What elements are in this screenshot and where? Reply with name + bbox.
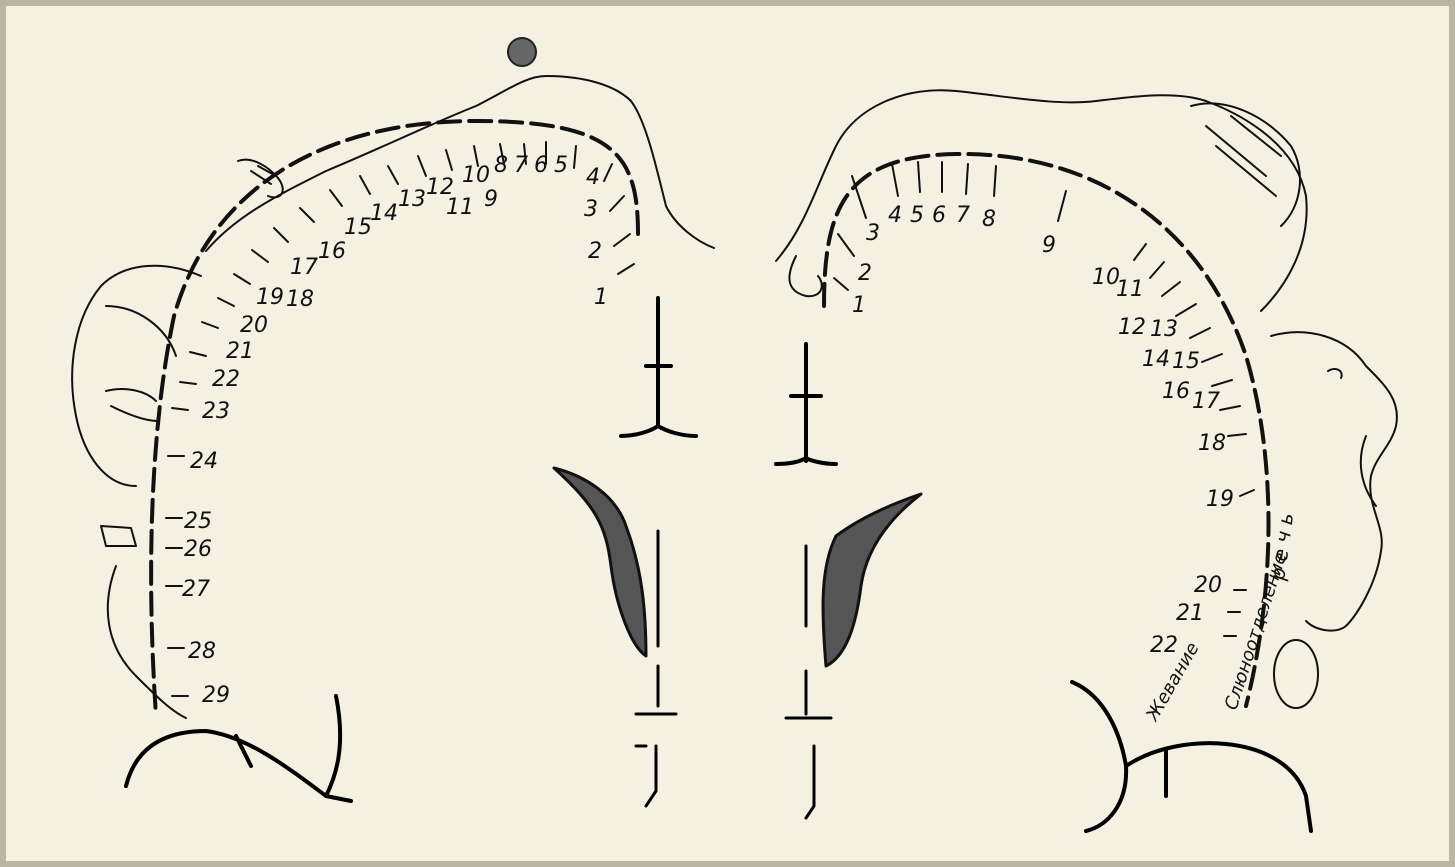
left-label: 9 bbox=[484, 187, 498, 212]
right-label: 16 bbox=[1162, 379, 1190, 404]
left-label: 15 bbox=[344, 215, 372, 240]
left-ventricle-shape bbox=[554, 468, 646, 656]
left-label: 2 bbox=[588, 239, 602, 264]
right-label: 17 bbox=[1192, 389, 1220, 414]
left-label: 12 bbox=[426, 175, 454, 200]
right-label: 5 bbox=[910, 203, 924, 228]
left-label: 3 bbox=[584, 197, 598, 222]
left-label: 16 bbox=[318, 239, 346, 264]
right-label: 14 bbox=[1142, 347, 1170, 372]
left-teeth-outline bbox=[101, 526, 186, 718]
right-pharynx-lines bbox=[1072, 682, 1311, 831]
salivation-label: Слюноотделение bbox=[1221, 550, 1292, 713]
left-label: 8 bbox=[494, 153, 508, 178]
left-label: 22 bbox=[212, 367, 240, 392]
right-label: 18 bbox=[1198, 431, 1226, 456]
left-labels: 1 2 3 4 5 6 7 8 9 10 11 12 13 14 15 16 1… bbox=[182, 153, 608, 708]
left-tick-marks bbox=[166, 142, 634, 696]
right-label: 3 bbox=[866, 221, 880, 246]
left-label: 27 bbox=[182, 577, 210, 602]
left-label: 7 bbox=[514, 153, 528, 178]
right-label: 20 bbox=[1194, 573, 1222, 598]
left-label: 28 bbox=[188, 639, 216, 664]
right-label: 8 bbox=[982, 207, 996, 232]
left-label: 25 bbox=[184, 509, 212, 534]
left-label: 24 bbox=[190, 449, 218, 474]
left-label: 14 bbox=[370, 201, 398, 226]
left-label: 4 bbox=[586, 165, 600, 190]
right-label: 6 bbox=[932, 203, 946, 228]
left-label: 20 bbox=[240, 313, 268, 338]
left-label: 23 bbox=[202, 399, 230, 424]
right-label: 22 bbox=[1150, 633, 1178, 658]
right-label: 21 bbox=[1176, 601, 1204, 626]
right-label: 7 bbox=[956, 203, 970, 228]
left-label: 13 bbox=[398, 187, 426, 212]
right-label: 12 bbox=[1118, 315, 1146, 340]
right-label: 4 bbox=[888, 203, 902, 228]
left-face-outline bbox=[72, 266, 201, 486]
right-function-words: р е ч ь Слюноотделение Жевание bbox=[1142, 511, 1299, 725]
right-label: 13 bbox=[1150, 317, 1178, 342]
left-label: 10 bbox=[462, 163, 490, 188]
left-label: 26 bbox=[184, 537, 212, 562]
right-body-outline bbox=[776, 90, 1307, 311]
left-label: 5 bbox=[554, 153, 568, 178]
right-pharynx-icon bbox=[1274, 640, 1318, 708]
left-lower-stem bbox=[636, 531, 676, 806]
left-label: 17 bbox=[290, 255, 318, 280]
right-hand-outline bbox=[1191, 103, 1300, 226]
left-head-icon bbox=[508, 38, 536, 66]
right-label: 11 bbox=[1116, 277, 1144, 302]
left-pharynx-lines bbox=[126, 696, 351, 801]
left-label: 1 bbox=[594, 285, 608, 310]
right-face-outline bbox=[1271, 332, 1397, 630]
left-label: 19 bbox=[256, 285, 284, 310]
right-label: 2 bbox=[858, 261, 872, 286]
left-label: 21 bbox=[226, 339, 254, 364]
left-label: 29 bbox=[202, 683, 230, 708]
right-radiation-stem bbox=[776, 344, 836, 464]
right-label: 1 bbox=[852, 293, 866, 318]
right-label: 9 bbox=[1042, 233, 1056, 258]
left-label: 6 bbox=[534, 153, 548, 178]
homunculus-diagram: 1 2 3 4 5 6 7 8 9 10 11 12 13 14 15 16 1… bbox=[12, 12, 1443, 855]
right-label: 19 bbox=[1206, 487, 1234, 512]
right-label: 15 bbox=[1172, 349, 1200, 374]
right-labels: 1 2 3 4 5 6 7 8 9 10 11 12 13 14 15 16 1… bbox=[852, 203, 1234, 658]
right-ventricle-shape bbox=[823, 494, 921, 666]
left-radiation-stem bbox=[621, 298, 696, 436]
left-label: 18 bbox=[286, 287, 314, 312]
